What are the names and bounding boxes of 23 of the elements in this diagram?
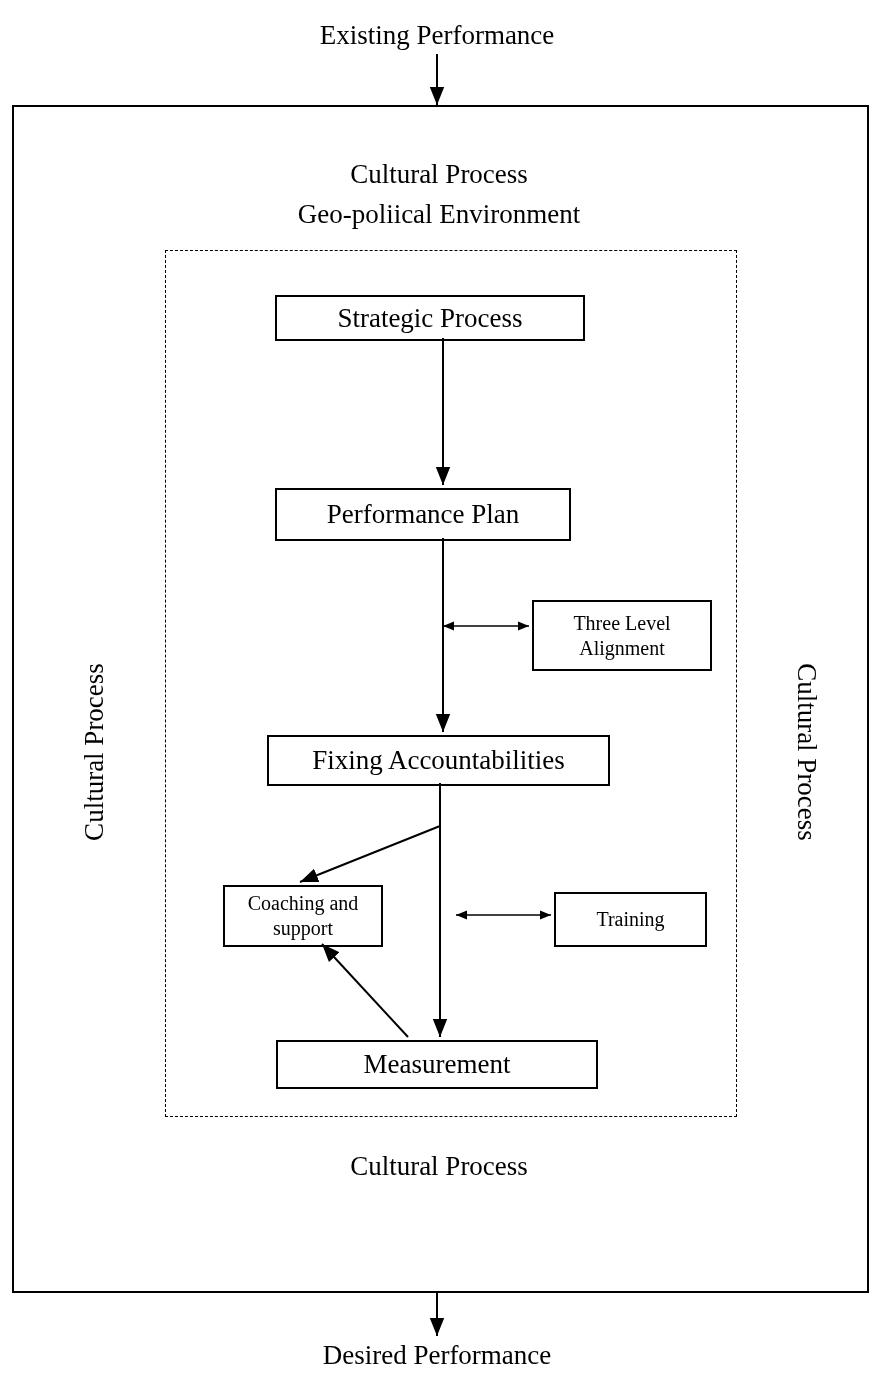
arrow — [442, 621, 530, 631]
performance-label: Desired Performance — [280, 1336, 594, 1374]
process-box: Training — [554, 892, 707, 947]
context-label: Cultural Process — [77, 662, 110, 843]
context-label: Cultural Process — [349, 157, 529, 191]
context-label: Geo-poliical Environment — [296, 197, 582, 231]
arrow — [435, 537, 451, 733]
dashed-boundary — [165, 250, 737, 1117]
performance-label: Existing Performance — [280, 16, 594, 54]
context-label: Cultural Process — [349, 1149, 529, 1183]
process-box: Strategic Process — [275, 295, 585, 341]
context-label: Cultural Process — [791, 662, 824, 843]
process-box: Three Level Alignment — [532, 600, 712, 671]
process-box: Measurement — [276, 1040, 598, 1089]
process-box: Performance Plan — [275, 488, 571, 541]
arrow — [435, 337, 451, 486]
arrow — [429, 1292, 445, 1337]
arrow — [321, 943, 409, 1038]
process-box: Coaching and support — [223, 885, 383, 947]
arrow — [455, 910, 552, 920]
outer-frame — [12, 105, 869, 1293]
process-box: Fixing Accountabilities — [267, 735, 610, 786]
arrow — [429, 53, 445, 106]
